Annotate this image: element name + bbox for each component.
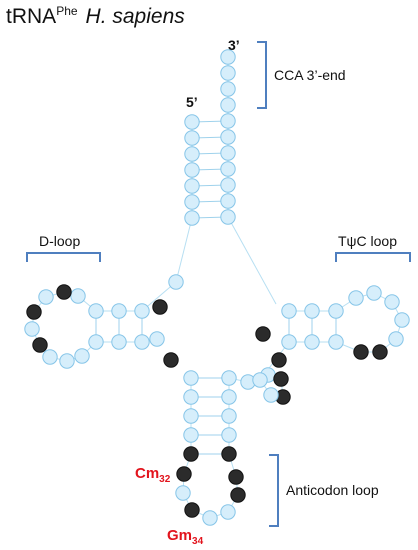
nucleotide: [184, 146, 200, 162]
modified-nucleotide: [230, 487, 246, 503]
nucleotide: [184, 210, 200, 226]
tpsic-loop-label: TψC loop: [338, 233, 398, 249]
diagram-title: tRNAPhe H. sapiens: [6, 4, 185, 29]
nucleotide: [184, 194, 200, 210]
title-main: tRNA: [6, 5, 57, 28]
nucleotide: [184, 178, 200, 194]
nucleotide: [263, 387, 279, 403]
nucleotide: [175, 485, 191, 501]
nucleotide: [304, 303, 320, 319]
nucleotide: [183, 408, 199, 424]
nucleotide: [304, 334, 320, 350]
nucleotide: [221, 389, 237, 405]
modification-gm34-label: Gm34: [167, 527, 203, 547]
nucleotide: [366, 285, 382, 301]
nucleotide: [220, 129, 236, 145]
title-species: H. sapiens: [85, 5, 185, 28]
nucleotide: [149, 331, 165, 347]
nucleotide: [38, 289, 54, 305]
nucleotide: [134, 334, 150, 350]
title-superscript: Phe: [56, 4, 78, 18]
nucleotide: [88, 303, 104, 319]
gm34-base: Gm: [167, 527, 193, 544]
cm32-base: Cm: [135, 465, 160, 482]
nucleotide: [183, 370, 199, 386]
nucleotide: [220, 145, 236, 161]
modification-cm32-label: Cm32: [135, 465, 170, 485]
backbone-line: [227, 216, 277, 305]
modified-nucleotide: [271, 352, 287, 368]
nucleotide: [281, 334, 297, 350]
nucleotide: [220, 177, 236, 193]
nucleotide: [221, 370, 237, 386]
nucleotide: [328, 334, 344, 350]
nucleotide: [388, 331, 404, 347]
five-prime-label: 5’: [186, 94, 198, 110]
nucleotide: [168, 274, 184, 290]
nucleotide: [88, 334, 104, 350]
nucleotide: [184, 114, 200, 130]
cca-end-label: CCA 3’-end: [274, 67, 346, 83]
nucleotide: [111, 303, 127, 319]
nucleotide: [221, 427, 237, 443]
modified-nucleotide: [255, 326, 271, 342]
backbone-line: [175, 217, 193, 283]
cm32-position: 32: [159, 474, 171, 485]
nucleotide: [281, 303, 297, 319]
nucleotide: [59, 353, 75, 369]
nucleotide: [220, 49, 236, 65]
modified-nucleotide: [273, 371, 289, 387]
modified-nucleotide: [176, 466, 192, 482]
nucleotide: [394, 312, 410, 328]
nucleotide: [24, 321, 40, 337]
nucleotide: [111, 334, 127, 350]
modified-nucleotide: [32, 337, 48, 353]
modified-nucleotide: [26, 304, 42, 320]
nucleotide: [202, 510, 218, 526]
nucleotide: [70, 288, 86, 304]
nucleotide: [220, 161, 236, 177]
nucleotide: [134, 303, 150, 319]
gm34-position: 34: [192, 536, 204, 547]
nucleotide: [220, 193, 236, 209]
nucleotide: [252, 372, 268, 388]
nucleotide: [221, 408, 237, 424]
nucleotide: [220, 97, 236, 113]
nucleotide: [220, 113, 236, 129]
modified-nucleotide: [228, 469, 244, 485]
modified-nucleotide: [56, 284, 72, 300]
three-prime-label: 3’: [228, 37, 240, 53]
nucleotide: [42, 349, 58, 365]
nucleotide: [184, 162, 200, 178]
nucleotide: [220, 209, 236, 225]
nucleotide: [348, 290, 364, 306]
d-loop-label: D-loop: [39, 233, 81, 249]
nucleotide: [183, 427, 199, 443]
modified-nucleotide: [372, 344, 388, 360]
nucleotide: [220, 504, 236, 520]
modified-nucleotide: [183, 446, 199, 462]
nucleotide: [328, 303, 344, 319]
modified-nucleotide: [221, 446, 237, 462]
modified-nucleotide: [184, 502, 200, 518]
nucleotide: [184, 130, 200, 146]
nucleotide: [220, 81, 236, 97]
nucleotide: [384, 294, 400, 310]
anticodon-loop-label: Anticodon loop: [286, 482, 379, 498]
nucleotide: [220, 65, 236, 81]
modified-nucleotide: [152, 299, 168, 315]
modified-nucleotide: [163, 352, 179, 368]
modified-nucleotide: [353, 344, 369, 360]
nucleotide: [183, 389, 199, 405]
nucleotide: [74, 348, 90, 364]
